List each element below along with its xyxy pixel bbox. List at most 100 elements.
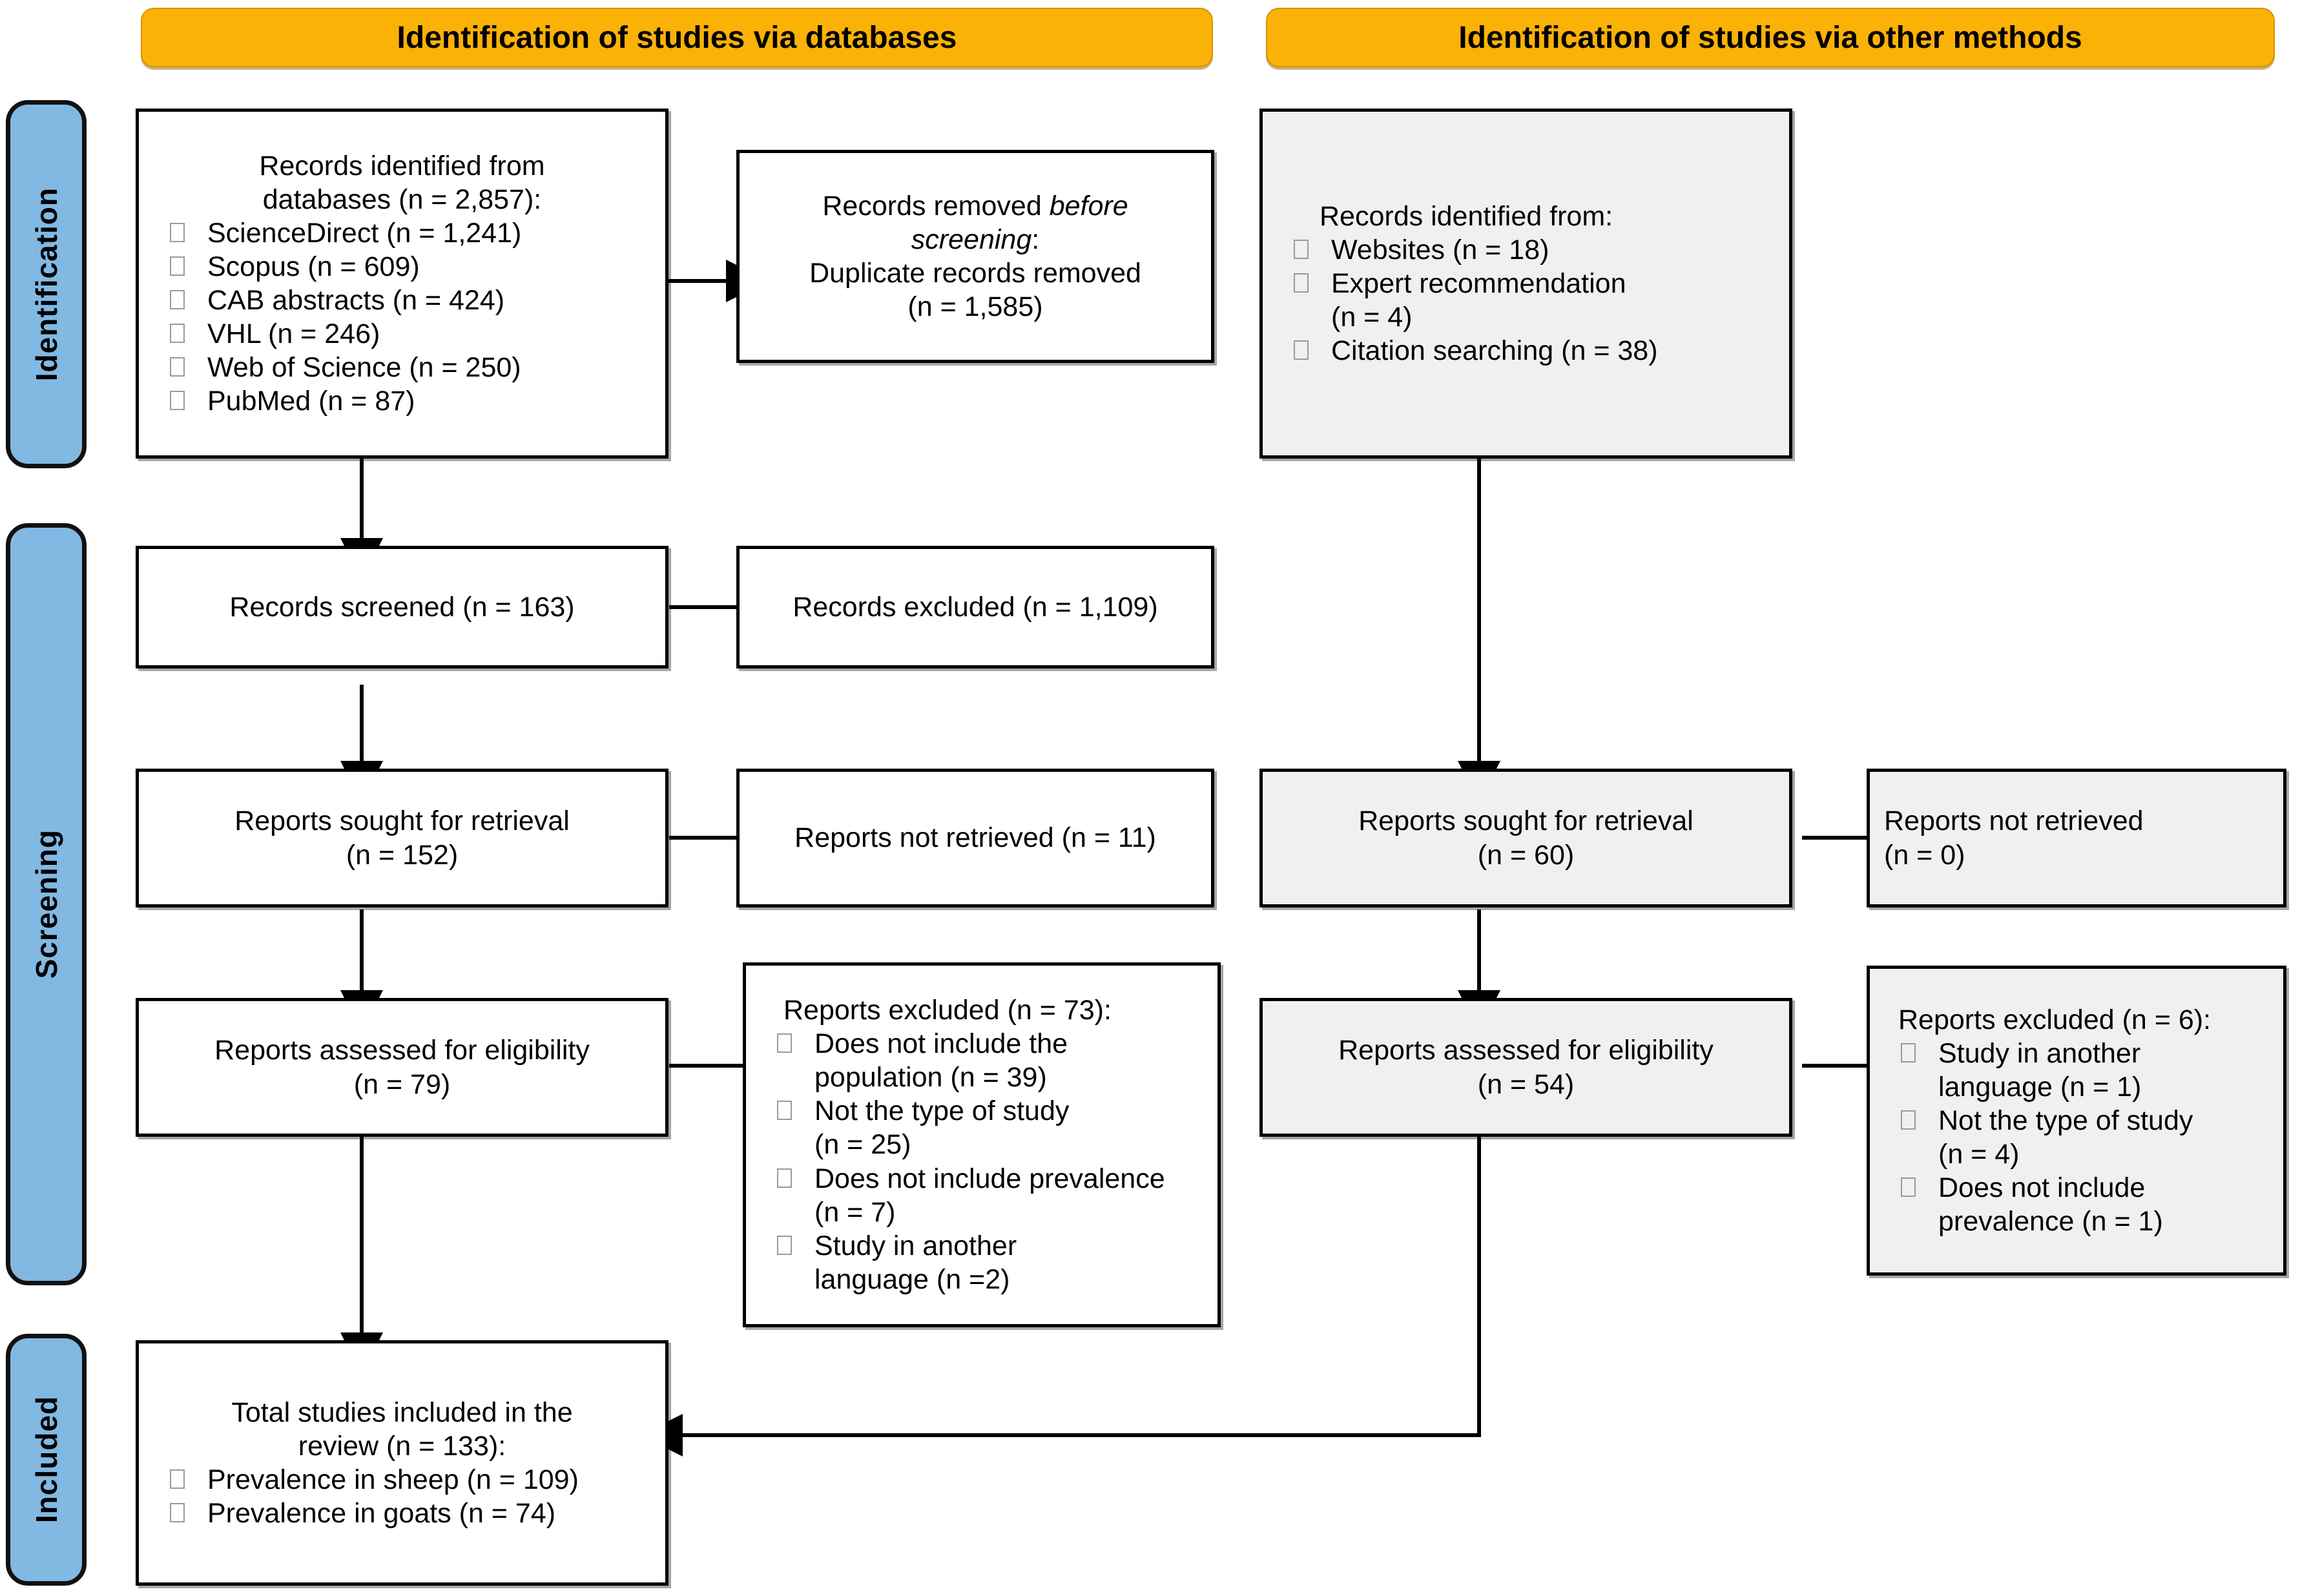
records-removed-line2-italic: screening <box>911 223 1032 255</box>
list-item: CAB abstracts (n = 424) <box>153 284 651 317</box>
bullet-square-icon <box>1901 1110 1916 1130</box>
box-records-identified-other-methods: Records identified from: Websites (n = 1… <box>1259 109 1792 459</box>
reports-assessed-other-line1: Reports assessed for eligibility <box>1338 1035 1714 1066</box>
box-records-excluded: Records excluded (n = 1,109) <box>736 546 1214 668</box>
banner-databases-label: Identification of studies via databases <box>397 20 957 55</box>
list-item-label: (n = 7) <box>814 1196 896 1228</box>
bullet-square-icon <box>170 1503 185 1523</box>
list-item-cont: population (n = 39) <box>760 1061 1203 1094</box>
list-item-cont: (n = 4) <box>1277 300 1775 334</box>
banner-other-methods-label: Identification of studies via other meth… <box>1458 20 2082 55</box>
list-item-label: Study in another <box>814 1230 1017 1261</box>
list-item-cont: (n = 4) <box>1884 1137 2269 1171</box>
bullet-square-icon <box>170 222 185 242</box>
records-identified-db-header-line2: databases (n = 2,857): <box>262 183 542 215</box>
list-item-cont: language (n = 1) <box>1884 1070 2269 1104</box>
list-item-label: PubMed (n = 87) <box>207 386 415 417</box>
bullet-square-icon <box>777 1033 792 1053</box>
list-item-cont: (n = 7) <box>760 1196 1203 1229</box>
list-item-label: Websites (n = 18) <box>1331 234 1549 265</box>
list-item-label: (n = 4) <box>1938 1139 2020 1170</box>
records-screened-label: Records screened (n = 163) <box>229 591 575 623</box>
list-item: Not the type of study <box>1884 1104 2269 1137</box>
reports-excluded-db-header: Reports excluded (n = 73): <box>783 995 1112 1026</box>
list-item-cont: prevalence (n = 1) <box>1884 1205 2269 1238</box>
bullet-square-icon <box>777 1168 792 1188</box>
records-removed-line3: Duplicate records removed <box>809 258 1141 289</box>
list-item: Does not include <box>1884 1171 2269 1205</box>
list-item-label: language (n =2) <box>814 1263 1010 1295</box>
box-reports-assessed-databases: Reports assessed for eligibility (n = 79… <box>136 998 668 1137</box>
bullet-square-icon <box>1901 1177 1916 1197</box>
banner-identification-databases: Identification of studies via databases <box>141 8 1213 67</box>
bullet-square-icon <box>170 391 185 411</box>
list-item-cont: language (n =2) <box>760 1263 1203 1296</box>
phase-screening: Screening <box>6 523 87 1285</box>
records-removed-line2: screening: <box>754 223 1197 256</box>
list-item-label: (n = 4) <box>1331 302 1413 333</box>
list-item-label: language (n = 1) <box>1938 1071 2142 1103</box>
list-item: Prevalence in goats (n = 74) <box>153 1497 651 1530</box>
phase-screening-label: Screening <box>29 829 63 979</box>
reports-excluded-other-header: Reports excluded (n = 6): <box>1898 1004 2212 1035</box>
list-item-label: Prevalence in goats (n = 74) <box>207 1498 556 1529</box>
box-records-removed-before-screening: Records removed before screening: Duplic… <box>736 150 1214 363</box>
list-item: Websites (n = 18) <box>1277 233 1775 267</box>
records-identified-db-header-line1: Records identified from <box>259 150 545 181</box>
list-item: Does not include the <box>760 1027 1203 1061</box>
bullet-square-icon <box>170 357 185 377</box>
list-item: Citation searching (n = 38) <box>1277 334 1775 368</box>
box-records-identified-databases: Records identified from databases (n = 2… <box>136 109 668 459</box>
reports-excluded-db-list: Does not include the population (n = 39)… <box>760 1027 1203 1296</box>
list-item: PubMed (n = 87) <box>153 384 651 418</box>
box-reports-not-retrieved-databases: Reports not retrieved (n = 11) <box>736 769 1214 907</box>
box-reports-excluded-databases: Reports excluded (n = 73): Does not incl… <box>743 962 1221 1327</box>
records-identified-db-list: ScienceDirect (n = 1,241) Scopus (n = 60… <box>153 216 651 418</box>
reports-not-retrieved-db-label: Reports not retrieved (n = 11) <box>794 822 1156 854</box>
list-item: Scopus (n = 609) <box>153 250 651 284</box>
list-item-label: Scopus (n = 609) <box>207 251 420 282</box>
list-item: Not the type of study <box>760 1094 1203 1128</box>
bullet-square-icon <box>1294 239 1309 259</box>
list-item-label: Web of Science (n = 250) <box>207 352 521 384</box>
list-item-label: Not the type of study <box>814 1095 1070 1127</box>
list-item-label: Does not include prevalence <box>814 1163 1165 1194</box>
list-item: Web of Science (n = 250) <box>153 351 651 384</box>
reports-assessed-db-line1: Reports assessed for eligibility <box>214 1035 590 1066</box>
total-included-header-line2: review (n = 133): <box>298 1430 506 1462</box>
list-item-label: Does not include the <box>814 1028 1068 1060</box>
list-item-label: prevalence (n = 1) <box>1938 1206 2163 1238</box>
records-removed-line1: Records removed before <box>754 189 1197 223</box>
reports-not-retrieved-other-line2: (n = 0) <box>1884 839 1965 871</box>
bullet-square-icon <box>170 324 185 344</box>
list-item: VHL (n = 246) <box>153 317 651 351</box>
list-item-label: Does not include <box>1938 1172 2146 1204</box>
list-item-label: CAB abstracts (n = 424) <box>207 285 505 316</box>
bullet-square-icon <box>1294 340 1309 360</box>
bullet-square-icon <box>1901 1042 1916 1062</box>
reports-sought-db-line2: (n = 152) <box>346 839 459 871</box>
records-removed-line2-tail: : <box>1031 223 1040 255</box>
list-item-label: Expert recommendation <box>1331 267 1626 299</box>
list-item-cont: (n = 25) <box>760 1128 1203 1161</box>
banner-identification-other-methods: Identification of studies via other meth… <box>1266 8 2275 67</box>
box-reports-not-retrieved-other-methods: Reports not retrieved (n = 0) <box>1867 769 2286 907</box>
reports-assessed-db-line2: (n = 79) <box>353 1068 451 1100</box>
list-item: Study in another <box>1884 1037 2269 1070</box>
bullet-square-icon <box>777 1235 792 1255</box>
records-removed-line1-italic: before <box>1049 190 1128 222</box>
reports-sought-other-line1: Reports sought for retrieval <box>1358 805 1694 837</box>
list-item: Study in another <box>760 1229 1203 1263</box>
box-reports-assessed-other-methods: Reports assessed for eligibility (n = 54… <box>1259 998 1792 1137</box>
phase-identification: Identification <box>6 100 87 468</box>
list-item: Expert recommendation <box>1277 267 1775 300</box>
reports-excluded-other-list: Study in another language (n = 1) Not th… <box>1884 1037 2269 1238</box>
phase-included: Included <box>6 1334 87 1586</box>
list-item-label: ScienceDirect (n = 1,241) <box>207 217 522 249</box>
list-item-label: population (n = 39) <box>814 1062 1047 1093</box>
list-item: Does not include prevalence <box>760 1162 1203 1196</box>
records-removed-line4: (n = 1,585) <box>907 291 1043 323</box>
box-reports-sought-other-methods: Reports sought for retrieval (n = 60) <box>1259 769 1792 907</box>
list-item-label: Prevalence in sheep (n = 109) <box>207 1464 579 1495</box>
